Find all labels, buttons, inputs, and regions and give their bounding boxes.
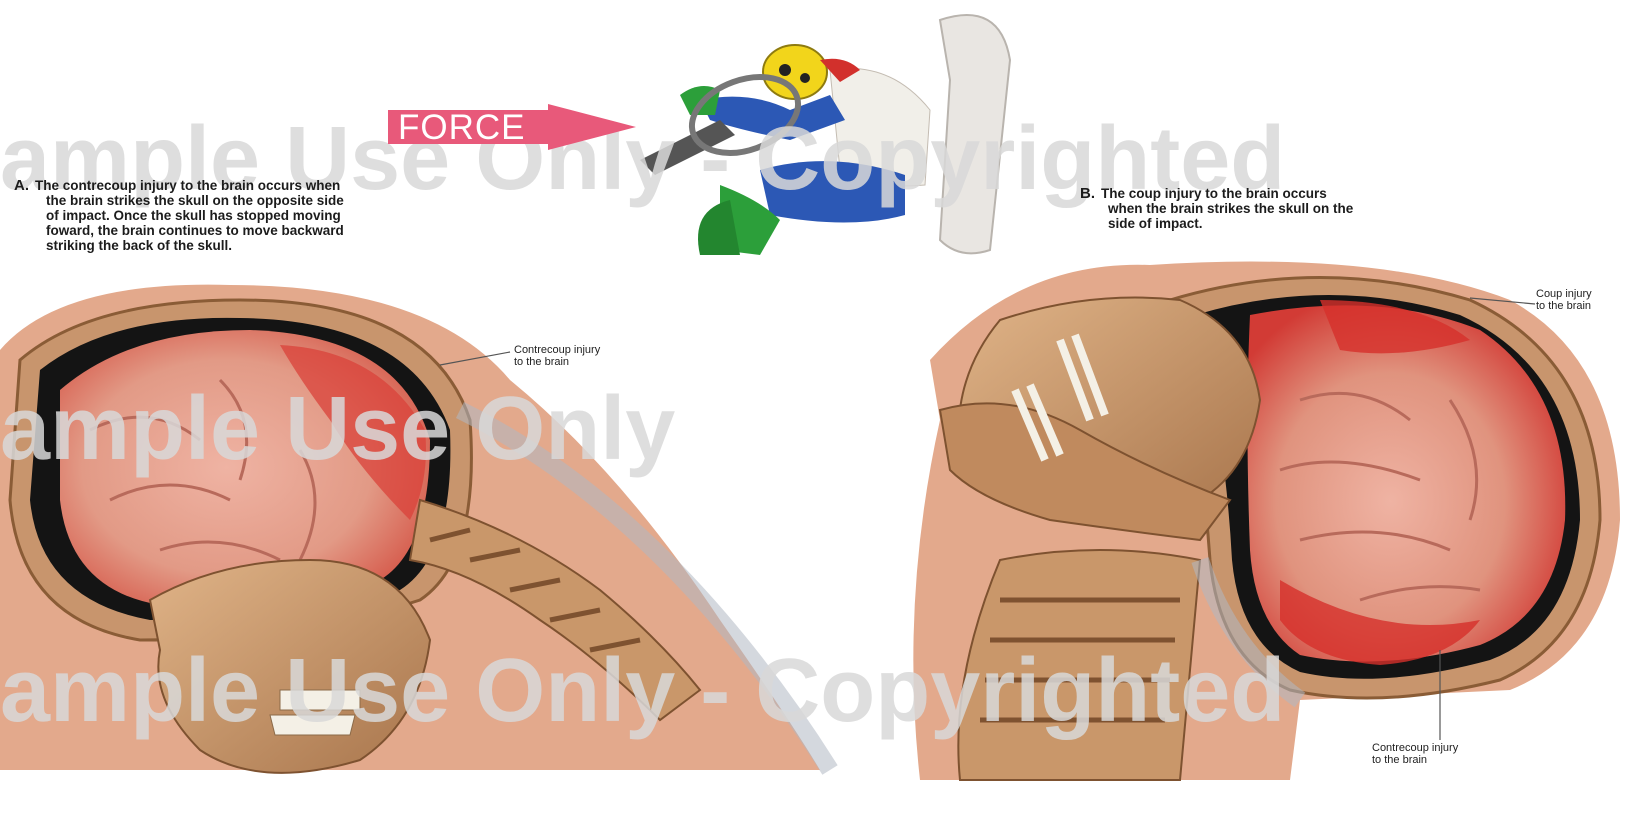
panel-b-head xyxy=(913,262,1620,780)
panel-a-line-4: foward, the brain continues to move back… xyxy=(14,223,574,238)
panel-a-line-5: striking the back of the skull. xyxy=(14,238,574,253)
panel-b-coup-label: Coup injury to the brain xyxy=(1536,288,1592,312)
panel-a-head xyxy=(0,285,830,773)
panel-b-coup-line-1: Coup injury xyxy=(1536,288,1592,300)
panel-a-line-2: the brain strikes the skull on the oppos… xyxy=(14,193,574,208)
panel-a-callout-line-1: Contrecoup injury xyxy=(514,344,600,356)
panel-b-line-2: when the brain strikes the skull on the xyxy=(1080,201,1540,216)
crash-dummy-figure xyxy=(640,15,1010,255)
panel-a-callout-line-2: to the brain xyxy=(514,356,600,368)
panel-a-line-1: The contrecoup injury to the brain occur… xyxy=(35,178,340,193)
panel-a-line-3: of impact. Once the skull has stopped mo… xyxy=(14,208,574,223)
panel-b-caption: B. The coup injury to the brain occurs wh… xyxy=(1080,186,1540,231)
panel-b-contrecoup-label: Contrecoup injury to the brain xyxy=(1372,742,1458,766)
panel-b-line-3: side of impact. xyxy=(1080,216,1540,231)
panel-b-line-1: The coup injury to the brain occurs xyxy=(1101,186,1327,201)
panel-b-coup-line-2: to the brain xyxy=(1536,300,1592,312)
panel-b-letter: B. xyxy=(1080,185,1095,202)
panel-b-contrecoup-line-2: to the brain xyxy=(1372,754,1458,766)
panel-a-contrecoup-label: Contrecoup injury to the brain xyxy=(514,344,600,368)
panel-b-contrecoup-line-1: Contrecoup injury xyxy=(1372,742,1458,754)
panel-a-letter: A. xyxy=(14,177,29,194)
force-label: FORCE xyxy=(398,108,526,148)
panel-a-caption: A. The contrecoup injury to the brain occ… xyxy=(14,178,574,253)
